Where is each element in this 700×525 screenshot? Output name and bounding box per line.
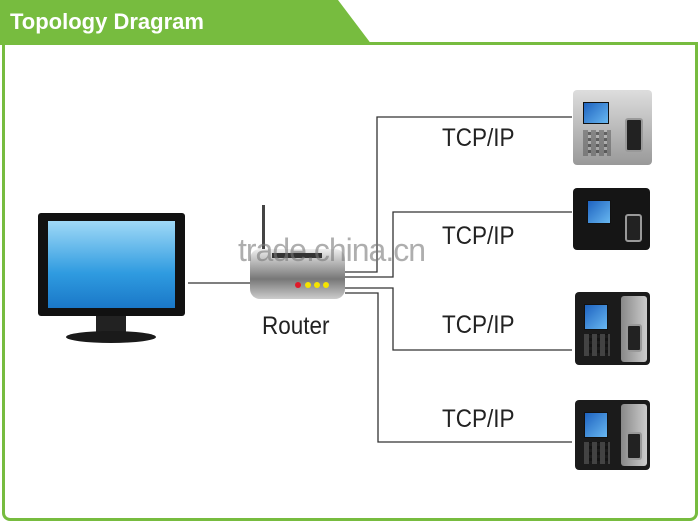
time-attendance-device-1 [573, 90, 652, 165]
time-attendance-device-3 [575, 292, 650, 365]
router-icon [250, 205, 345, 300]
line-device-1 [345, 116, 572, 273]
page-title: Topology Dragram [10, 9, 204, 34]
connection-label-3: TCP/IP [442, 311, 515, 339]
line-device-2 [345, 211, 572, 278]
time-attendance-device-4 [575, 400, 650, 470]
diagram-frame [2, 42, 698, 521]
watermark: trade.china.cn [238, 232, 426, 268]
connection-label-1: TCP/IP [442, 124, 515, 152]
connection-label-4: TCP/IP [442, 405, 515, 433]
line-device-4 [345, 292, 572, 443]
router-label: Router [262, 312, 330, 340]
monitor-icon [38, 213, 185, 345]
frame-top-border [2, 42, 695, 45]
line-device-3 [345, 287, 572, 351]
connection-label-2: TCP/IP [442, 222, 515, 250]
header-band [0, 0, 372, 45]
time-attendance-device-2 [573, 188, 650, 250]
